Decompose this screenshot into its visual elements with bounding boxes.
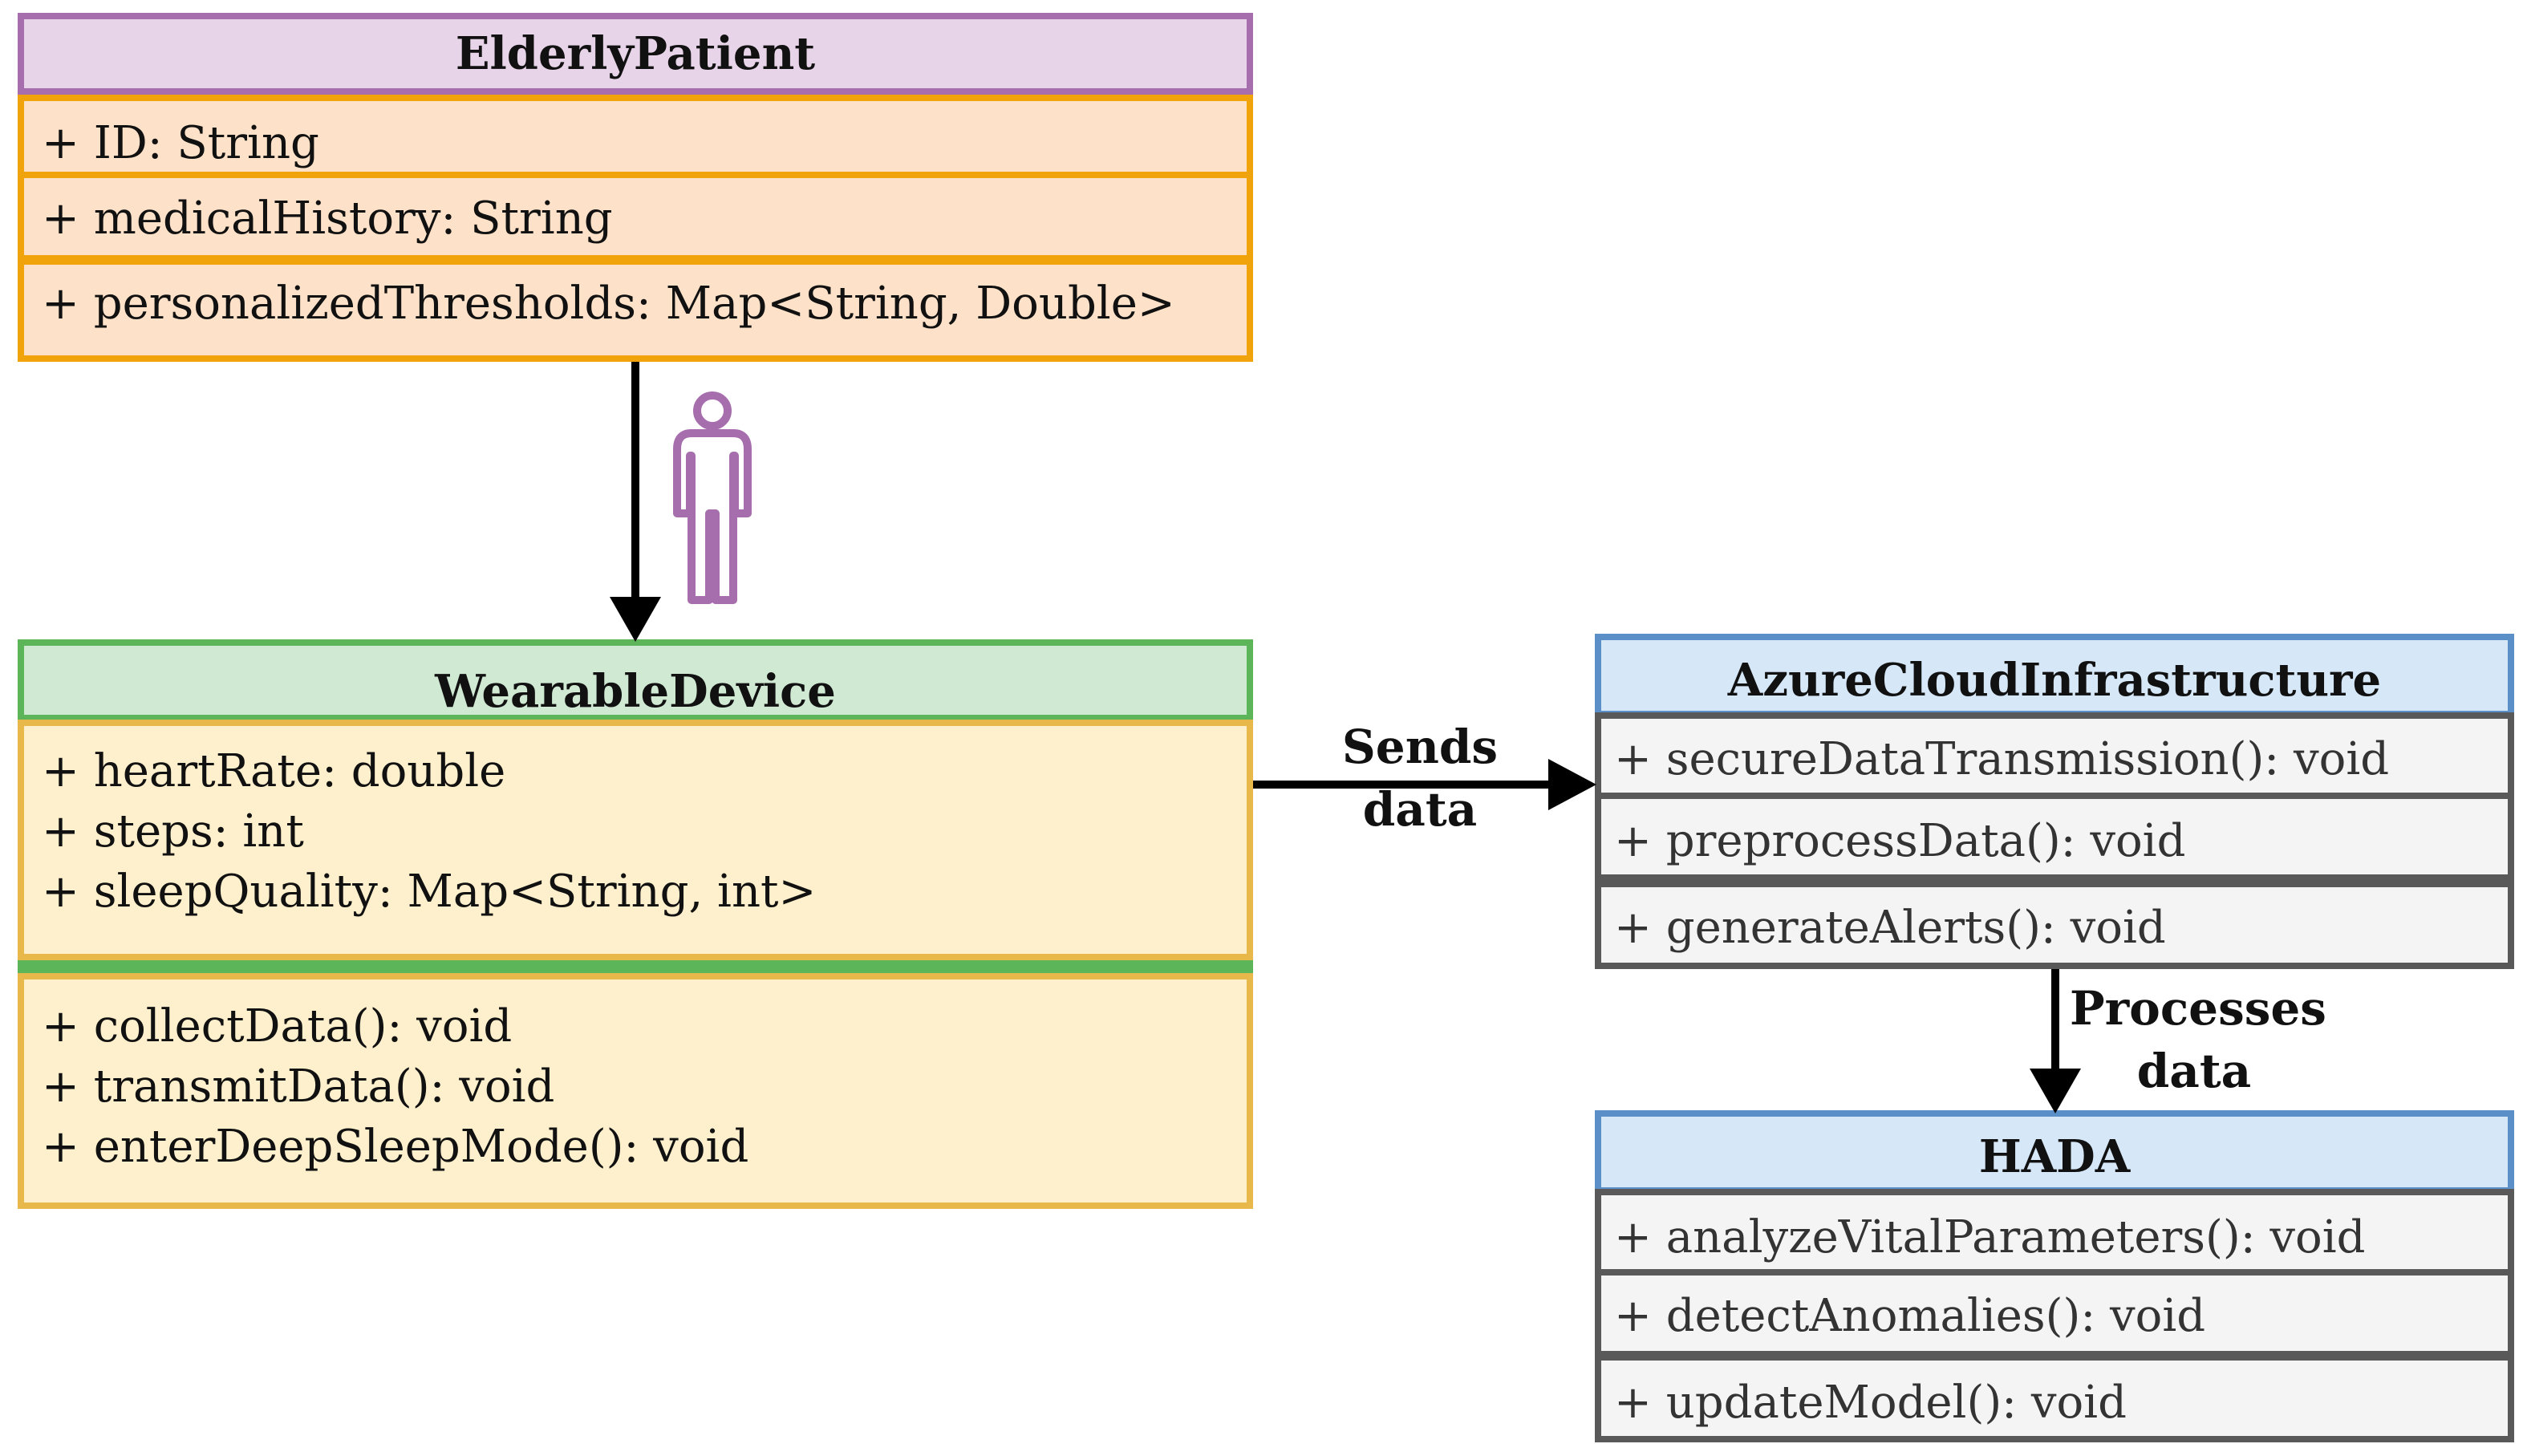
hada-class: HADA + analyzeVitalParameters(): void + … bbox=[1595, 1110, 2514, 1442]
attribute-medical-history: + medicalHistory: String bbox=[42, 193, 613, 245]
person-icon bbox=[673, 391, 752, 604]
wearable-device-header: WearableDevice bbox=[18, 639, 1253, 721]
method-update-model: + updateModel(): void bbox=[1614, 1377, 2127, 1429]
attribute-personalized-thresholds: + personalizedThresholds: Map<String, Do… bbox=[42, 278, 1175, 330]
sends-data-label: Sends data bbox=[1316, 716, 1524, 841]
elderly-patient-attr-row: + ID: String bbox=[18, 95, 1253, 178]
processes-data-arrow bbox=[2030, 969, 2081, 1113]
processes-label-line2: data bbox=[2136, 1044, 2252, 1098]
azure-cloud-name: AzureCloudInfrastructure bbox=[1727, 654, 2382, 707]
sends-label-line1: Sends bbox=[1341, 720, 1499, 774]
attribute-sleep-quality: + sleepQuality: Map<String, int> bbox=[42, 866, 817, 918]
processes-data-label: Processes data bbox=[2070, 977, 2326, 1102]
sends-data-arrow bbox=[1253, 759, 1596, 810]
patient-to-device-arrow bbox=[610, 362, 661, 642]
elderly-patient-header: ElderlyPatient bbox=[18, 13, 1253, 95]
azure-method-row: + preprocessData(): void bbox=[1595, 799, 2514, 881]
attribute-steps: + steps: int bbox=[42, 805, 304, 858]
attribute-id: + ID: String bbox=[42, 117, 319, 169]
processes-label-line1: Processes bbox=[2070, 981, 2326, 1036]
azure-method-row: + generateAlerts(): void bbox=[1595, 881, 2514, 969]
hada-method-row: + updateModel(): void bbox=[1595, 1354, 2514, 1442]
method-enter-deep-sleep-mode: + enterDeepSleepMode(): void bbox=[42, 1121, 749, 1173]
elderly-patient-attr-row: + personalizedThresholds: Map<String, Do… bbox=[18, 258, 1253, 362]
elderly-patient-class: ElderlyPatient + ID: String + medicalHis… bbox=[18, 13, 1253, 362]
azure-method-row: + secureDataTransmission(): void bbox=[1595, 712, 2514, 799]
wearable-device-separator bbox=[18, 960, 1253, 973]
sends-label-line2: data bbox=[1362, 782, 1478, 837]
wearable-device-methods: + collectData(): void + transmitData(): … bbox=[18, 973, 1253, 1209]
elderly-patient-name: ElderlyPatient bbox=[455, 27, 816, 80]
wearable-device-attributes: + heartRate: double + steps: int + sleep… bbox=[18, 720, 1253, 960]
method-analyze-vital-parameters: + analyzeVitalParameters(): void bbox=[1614, 1211, 2366, 1263]
method-collect-data: + collectData(): void bbox=[42, 1000, 513, 1052]
azure-cloud-class: AzureCloudInfrastructure + secureDataTra… bbox=[1595, 634, 2514, 969]
method-secure-data-transmission: + secureDataTransmission(): void bbox=[1614, 733, 2390, 785]
hada-method-row: + analyzeVitalParameters(): void bbox=[1595, 1189, 2514, 1276]
wearable-device-class: WearableDevice + heartRate: double + ste… bbox=[18, 639, 1253, 1209]
hada-name: HADA bbox=[1978, 1130, 2131, 1183]
attribute-heart-rate: + heartRate: double bbox=[42, 745, 506, 797]
wearable-device-name: WearableDevice bbox=[435, 665, 836, 718]
method-detect-anomalies: + detectAnomalies(): void bbox=[1614, 1290, 2206, 1342]
method-preprocess-data: + preprocessData(): void bbox=[1614, 815, 2186, 867]
method-generate-alerts: + generateAlerts(): void bbox=[1614, 902, 2166, 954]
method-transmit-data: + transmitData(): void bbox=[42, 1061, 555, 1113]
